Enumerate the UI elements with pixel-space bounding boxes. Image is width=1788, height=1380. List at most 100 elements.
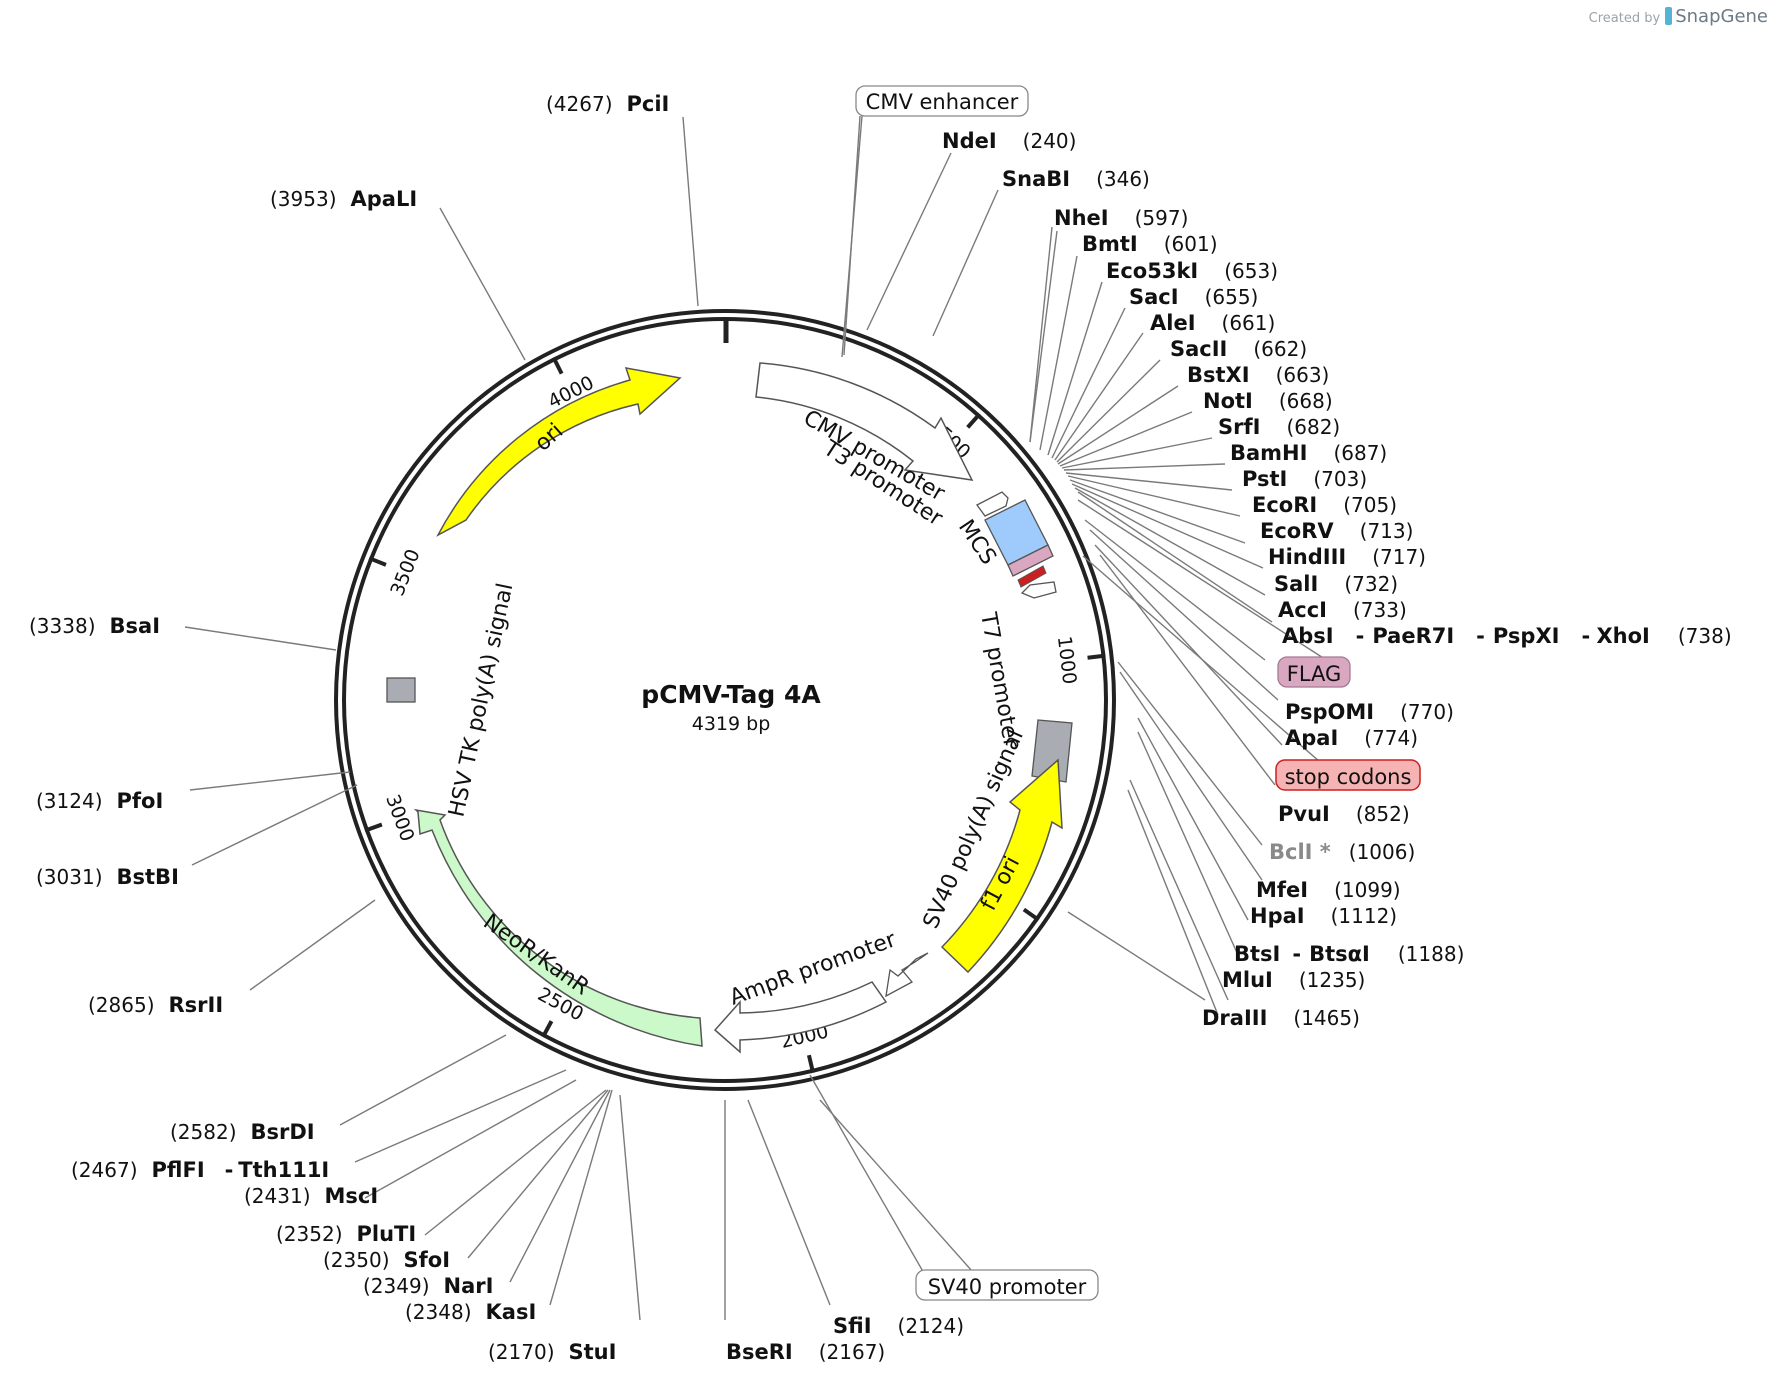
svg-text:BamHI(687): BamHI(687) (1230, 441, 1387, 465)
hsv-tk-polya-box (386, 677, 416, 703)
cmv-promoter-arrow (755, 362, 974, 481)
svg-text:SnaBI(346): SnaBI(346) (1002, 167, 1150, 191)
svg-text:AbsI-PaeR7I-PspXI-XhoI(738): AbsI-PaeR7I-PspXI-XhoI(738) (1282, 624, 1732, 648)
site-srfi: SrfI (1218, 415, 1260, 439)
site-stui: StuI (569, 1340, 617, 1364)
tick-mark-2500 (541, 1020, 554, 1038)
svg-text:stop codons: stop codons (1285, 765, 1412, 789)
site-sfoi: SfoI (404, 1248, 451, 1272)
tick-mark-1000 (1087, 653, 1106, 660)
site-pflfi: PflFI (152, 1158, 205, 1182)
svg-text:EcoRV(713): EcoRV(713) (1260, 519, 1413, 543)
site-eco53ki: Eco53kI (1106, 259, 1198, 283)
svg-text:DraIII(1465): DraIII(1465) (1202, 1006, 1360, 1030)
svg-text:PspOMI(770): PspOMI(770) (1285, 700, 1454, 724)
site-pluti: PluTI (357, 1222, 417, 1246)
sites-right: NdeI(240) SnaBI(346) NheI(597) BmtI(601)… (942, 129, 1732, 1030)
svg-text:SV40 promoter: SV40 promoter (928, 1275, 1087, 1299)
site-sacii: SacII (1170, 337, 1227, 361)
svg-text:ApaI(774): ApaI(774) (1285, 726, 1418, 750)
svg-text:BseRI(2167): BseRI(2167) (726, 1340, 885, 1364)
svg-text:EcoRI(705): EcoRI(705) (1252, 493, 1397, 517)
site-psti: PstI (1242, 467, 1287, 491)
site-absi: AbsI (1282, 624, 1334, 648)
svg-text:(2467)PflFI-Tth111I: (2467)PflFI-Tth111I (71, 1158, 329, 1182)
sites-bottom: SfiI(2124) BseRI(2167) (2170)StuI (488, 1314, 964, 1364)
tick-mark-2000 (806, 1054, 816, 1074)
feature-label-neor-kanr: NeoR/KanR (479, 909, 594, 1000)
site-sfii: SfiI (833, 1314, 872, 1338)
ori-arrow (436, 367, 682, 537)
svg-text:PvuI(852): PvuI(852) (1278, 802, 1410, 826)
f1-ori-arrow (940, 758, 1063, 974)
tick-label-3000: 3000 (381, 792, 418, 845)
boxed-label-flag: FLAG (1277, 656, 1351, 688)
svg-text:(3338)BsaI: (3338)BsaI (29, 614, 160, 638)
svg-text:SacII(662): SacII(662) (1170, 337, 1307, 361)
svg-text:BclI *(1006): BclI *(1006) (1269, 840, 1415, 864)
site-ecori: EcoRI (1252, 493, 1317, 517)
svg-text:Eco53kI(653): Eco53kI(653) (1106, 259, 1278, 283)
site-noti: NotI (1203, 389, 1253, 413)
svg-text:SalI(732): SalI(732) (1274, 572, 1398, 596)
plasmid-length: 4319 bp (692, 713, 771, 735)
svg-text:CMV enhancer: CMV enhancer (866, 90, 1019, 114)
site-hindiii: HindIII (1268, 545, 1346, 569)
svg-text:(3031)BstBI: (3031)BstBI (36, 865, 179, 889)
svg-text:BtsI-BtsαI(1188): BtsI-BtsαI(1188) (1234, 942, 1464, 966)
svg-text:(4267)PciI: (4267)PciI (546, 92, 669, 116)
site-pvui: PvuI (1278, 802, 1330, 826)
svg-text:NdeI(240): NdeI(240) (942, 129, 1076, 153)
svg-text:MluI(1235): MluI(1235) (1222, 968, 1365, 992)
leader-lines (184, 115, 1346, 1321)
site-rsrii: RsrII (169, 993, 224, 1017)
site-pcii: PciI (627, 92, 670, 116)
site-apai: ApaI (1285, 726, 1338, 750)
svg-text:AleI(661): AleI(661) (1150, 311, 1275, 335)
svg-text:SfiI(2124): SfiI(2124) (833, 1314, 964, 1338)
tick-mark-3500 (368, 556, 387, 567)
svg-text:BstXI(663): BstXI(663) (1187, 363, 1329, 387)
tick-mark-3000 (364, 822, 383, 833)
svg-text:MfeI(1099): MfeI(1099) (1256, 878, 1401, 902)
site-nari: NarI (444, 1274, 494, 1298)
site-pspomi: PspOMI (1285, 700, 1374, 724)
site-bseri: BseRI (726, 1340, 793, 1364)
svg-text:(2352)PluTI: (2352)PluTI (276, 1222, 416, 1246)
site-ecorv: EcoRV (1260, 519, 1334, 543)
site-bmti: BmtI (1082, 232, 1138, 256)
site-btsai: BtsαI (1309, 942, 1370, 966)
site-acci: AccI (1278, 598, 1327, 622)
site-pfoi: PfoI (117, 789, 164, 813)
site-hpai: HpaI (1250, 904, 1305, 928)
site-snabi: SnaBI (1002, 167, 1070, 191)
site-mlui: MluI (1222, 968, 1273, 992)
site-bamhi: BamHI (1230, 441, 1307, 465)
site-sali: SalI (1274, 572, 1318, 596)
backbone-ring (334, 309, 1116, 1091)
svg-text:HindIII(717): HindIII(717) (1268, 545, 1426, 569)
svg-text:(3953)ApaLI: (3953)ApaLI (270, 187, 417, 211)
site-bstxi: BstXI (1187, 363, 1250, 387)
site-tth111i: Tth111I (238, 1158, 329, 1182)
tick-label-1000: 1000 (1053, 635, 1080, 686)
tick-mark-500 (966, 412, 982, 429)
svg-text:(2170)StuI: (2170)StuI (488, 1340, 616, 1364)
plasmid-name: pCMV-Tag 4A (641, 680, 821, 709)
site-alei: AleI (1150, 311, 1196, 335)
site-mfei: MfeI (1256, 878, 1308, 902)
svg-text:SacI(655): SacI(655) (1129, 285, 1258, 309)
svg-text:AccI(733): AccI(733) (1278, 598, 1407, 622)
svg-text:(2350)SfoI: (2350)SfoI (323, 1248, 450, 1272)
sites-left: (4267)PciI (3953)ApaLI (3338)BsaI (3124)… (29, 92, 669, 1324)
credit-prefix: Created by (1588, 11, 1661, 26)
site-bsai: BsaI (110, 614, 161, 638)
svg-text:NheI(597): NheI(597) (1054, 206, 1188, 230)
snapgene-logo-icon (1665, 7, 1673, 25)
ampr-promoter-arrow (885, 952, 929, 998)
site-xhoi: XhoI (1596, 624, 1649, 648)
svg-text:(2582)BsrDI: (2582)BsrDI (170, 1120, 315, 1144)
site-nhei: NheI (1054, 206, 1109, 230)
tick-label-3500: 3500 (386, 546, 424, 599)
credit-brand: SnapGene (1675, 6, 1768, 27)
